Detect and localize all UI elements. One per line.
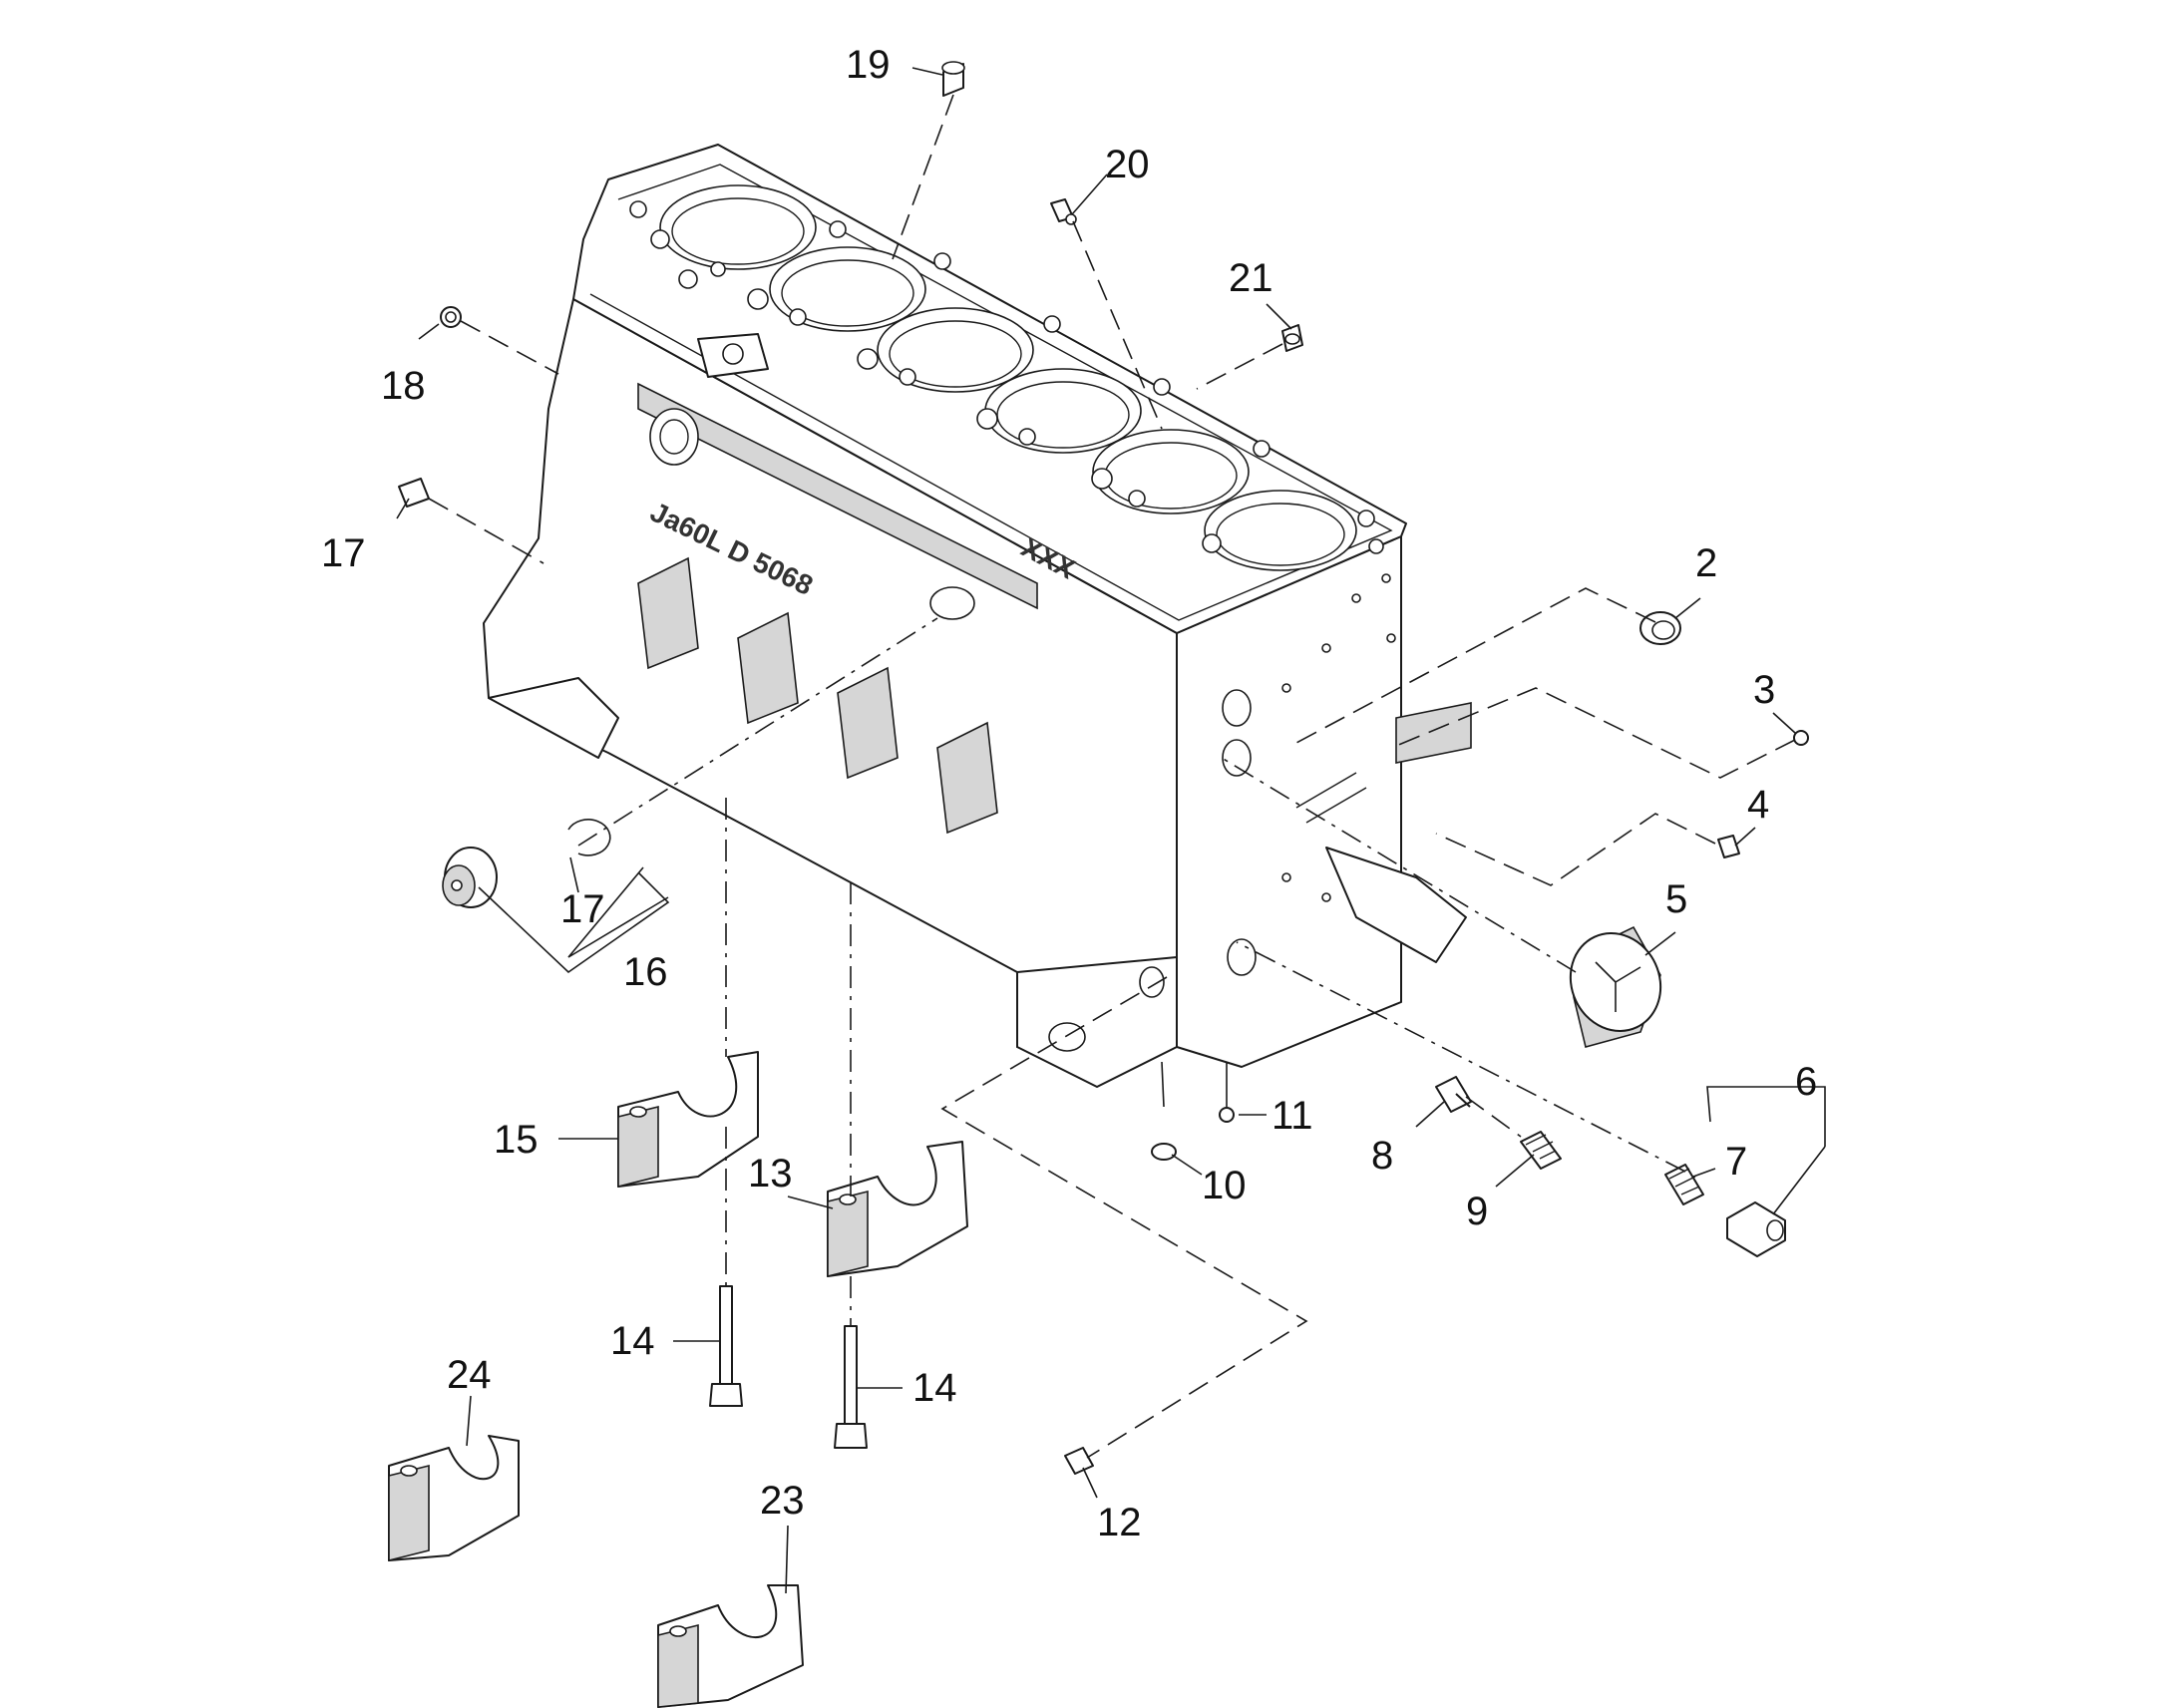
- part-20-plug: [941, 61, 965, 97]
- callout-10: 10: [1202, 1164, 1247, 1207]
- callout-17: 17: [560, 887, 605, 931]
- part-14-bolt-left: [709, 1285, 743, 1407]
- part-10-washer: [1151, 1143, 1177, 1161]
- part-19-plug: [440, 306, 462, 328]
- engine-block: XXX Ja60L D 5068: [483, 144, 1472, 1088]
- callout-2: 2: [1695, 541, 1717, 585]
- callout-8: 8: [1371, 1134, 1393, 1178]
- callout-11: 11: [1272, 1094, 1313, 1138]
- callout-15: 15: [494, 1118, 539, 1162]
- block-end-face: [1222, 573, 1472, 976]
- cylinder-bores: [659, 184, 1357, 571]
- part-4-dowel: [1717, 835, 1740, 858]
- deck-holes: [629, 200, 1384, 554]
- callout-7: 7: [1725, 1140, 1747, 1184]
- callout-22: 21: [1229, 256, 1273, 300]
- callout-leaders: [396, 67, 1826, 1594]
- callout-14-right: 14: [912, 1366, 957, 1410]
- callout-20: 19: [846, 43, 891, 87]
- callout-9: 9: [1466, 1190, 1488, 1233]
- callout-23: 23: [760, 1479, 805, 1523]
- part-21-fitting: [1050, 198, 1077, 225]
- part-24-bearing-cap: [388, 1435, 520, 1562]
- part-8-valve: [1435, 1076, 1472, 1113]
- part-22-plug: [1281, 324, 1303, 352]
- part-16-plug: [442, 847, 498, 908]
- callout-6: 6: [1795, 1060, 1817, 1104]
- part-9-spring: [1520, 1131, 1562, 1170]
- skirt-pockets: [488, 556, 998, 835]
- part-23-bearing-cap: [657, 1584, 804, 1708]
- part-12-block: [1064, 1447, 1094, 1475]
- callout-13: 13: [748, 1152, 793, 1196]
- reference-lines: [428, 94, 1796, 1459]
- part-13-bearing-cap: [827, 1141, 968, 1278]
- part-15-bearing-cap: [617, 1051, 759, 1189]
- callout-16: 16: [623, 950, 668, 994]
- callout-19: 18: [381, 364, 426, 408]
- callout-5: 5: [1665, 877, 1687, 921]
- part-3-pin: [1793, 730, 1809, 746]
- callout-12: 12: [1097, 1501, 1142, 1544]
- callout-labels: 19 20 21 18 17 2 3 4 5 6 7 8 9 10 11 12 …: [321, 43, 1817, 1544]
- callout-3: 3: [1753, 668, 1775, 712]
- part-17-snap-ring: [567, 819, 611, 856]
- callout-18: 17: [321, 531, 366, 575]
- part-6-plug-assembly: [1726, 1201, 1786, 1257]
- part-5-cup-plug: [1569, 925, 1662, 1048]
- callout-14-left: 14: [610, 1319, 655, 1363]
- part-14-bolt-right: [834, 1325, 868, 1449]
- callout-4: 4: [1747, 783, 1769, 827]
- callout-24: 24: [447, 1353, 492, 1397]
- callout-21: 20: [1105, 143, 1150, 186]
- part-18-dowel: [398, 478, 430, 508]
- part-11-ball: [1219, 1107, 1235, 1123]
